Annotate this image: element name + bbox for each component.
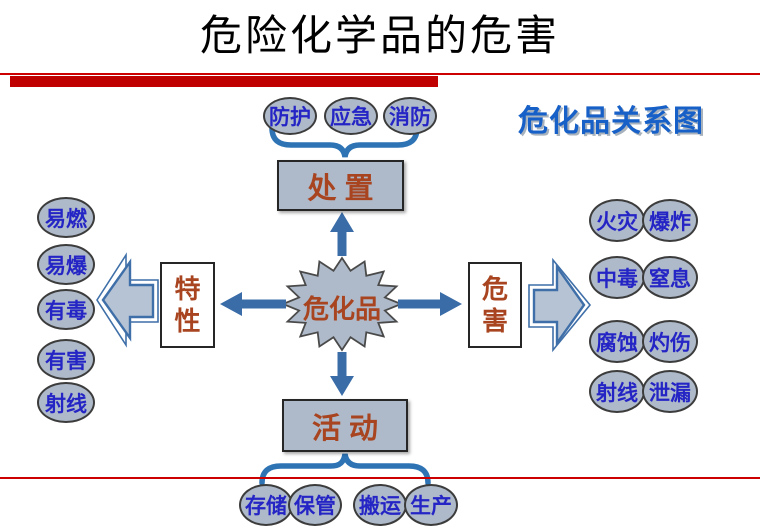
bottom-divider-line (0, 477, 760, 479)
connector-arrow-down (330, 352, 354, 396)
red-accent-bar (10, 76, 438, 87)
ellipse-right-4a: 射线 (589, 370, 645, 413)
ellipse-left-5: 射线 (37, 382, 95, 423)
ellipse-top-1: 防护 (263, 97, 317, 135)
ellipse-bottom-4: 生产 (404, 484, 458, 526)
ellipse-left-2: 易爆 (37, 244, 95, 285)
top-divider-line (0, 73, 760, 75)
node-box-characteristics-char-1: 特 (174, 274, 201, 304)
connector-arrow-left (220, 292, 286, 316)
node-box-hazard-char-2: 害 (481, 306, 508, 336)
ellipse-bottom-2: 保管 (288, 484, 342, 526)
ellipse-bottom-1: 存储 (239, 484, 293, 526)
slide-title: 危险化学品的危害 (199, 14, 560, 60)
node-box-hazard: 危 害 (468, 262, 522, 348)
node-box-handling: 处置 (277, 160, 404, 211)
block-arrow-right-outline (528, 257, 592, 353)
ellipse-top-3: 消防 (383, 97, 437, 135)
ellipse-left-3: 有毒 (37, 289, 95, 330)
ellipse-right-1b: 爆炸 (642, 199, 698, 242)
ellipse-left-4: 有害 (37, 339, 95, 380)
block-arrow-left-outline (96, 252, 159, 348)
connector-arrow-right (398, 292, 462, 316)
node-box-activity: 活动 (282, 399, 408, 452)
ellipse-right-3b: 灼伤 (642, 320, 698, 363)
ellipse-right-2b: 窒息 (642, 256, 698, 299)
node-box-hazard-char-1: 危 (481, 274, 508, 304)
ellipse-right-1a: 火灾 (589, 199, 645, 242)
brace-top (269, 125, 420, 158)
ellipse-right-4b: 泄漏 (642, 370, 698, 413)
block-arrow-left (101, 258, 155, 342)
ellipse-bottom-3: 搬运 (353, 484, 407, 526)
ellipse-right-2a: 中毒 (589, 256, 645, 299)
brace-bottom (259, 453, 431, 486)
star-label: 危化品 (302, 294, 381, 324)
diagram-caption: 危化品关系图 (518, 105, 704, 138)
ellipse-top-2: 应急 (324, 97, 378, 135)
connector-arrow-up (330, 212, 354, 256)
node-box-characteristics-char-2: 性 (174, 306, 201, 336)
block-arrow-right (532, 263, 586, 347)
ellipse-right-3a: 腐蚀 (589, 320, 645, 363)
ellipse-left-1: 易燃 (37, 197, 95, 238)
node-box-characteristics: 特 性 (160, 262, 215, 348)
